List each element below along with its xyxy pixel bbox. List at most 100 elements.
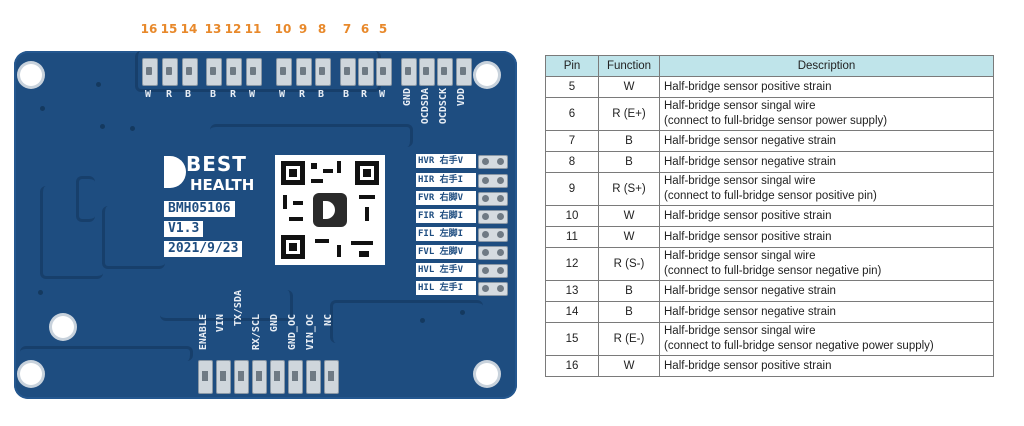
bottom-pin bbox=[324, 360, 339, 394]
header-pin bbox=[401, 58, 417, 86]
header-pin bbox=[340, 58, 356, 86]
pcb-trace bbox=[210, 124, 413, 147]
solder-pad bbox=[478, 210, 508, 224]
pin-letter: B bbox=[343, 89, 350, 100]
header-pin bbox=[276, 58, 292, 86]
function-cell: R (E-) bbox=[598, 322, 660, 356]
pin-letter: B bbox=[318, 89, 325, 100]
pin-number: 7 bbox=[342, 22, 352, 36]
bottom-pin-label: GND bbox=[269, 314, 280, 333]
pcb-trace bbox=[20, 346, 193, 361]
mounting-hole bbox=[52, 316, 74, 338]
header-pin bbox=[182, 58, 198, 86]
pin-cell: 11 bbox=[545, 226, 599, 248]
pcb-trace bbox=[330, 300, 483, 343]
pin-letter: W bbox=[249, 89, 256, 100]
model-label: BMH05106 bbox=[164, 201, 235, 217]
description-cell: Half-bridge sensor positive strain bbox=[659, 205, 994, 227]
pin-letter: W bbox=[279, 89, 286, 100]
solder-pad bbox=[478, 228, 508, 242]
solder-pad bbox=[478, 174, 508, 188]
solder-pad bbox=[478, 246, 508, 260]
pin-cell: 12 bbox=[545, 247, 599, 281]
pin-number: 12 bbox=[224, 22, 242, 36]
pcb-trace bbox=[40, 186, 103, 279]
pin-number: 16 bbox=[140, 22, 158, 36]
description-cell: Half-bridge sensor singal wire (connect … bbox=[659, 172, 994, 206]
header-pin bbox=[376, 58, 392, 86]
pin-number: 8 bbox=[317, 22, 327, 36]
mounting-hole bbox=[476, 363, 498, 385]
function-cell: B bbox=[598, 301, 660, 323]
mounting-hole bbox=[20, 363, 42, 385]
description-cell: Half-bridge sensor negative strain bbox=[659, 280, 994, 302]
description-cell: Half-bridge sensor positive strain bbox=[659, 76, 994, 98]
bottom-pin-label: NC bbox=[323, 314, 334, 327]
bottom-pin bbox=[252, 360, 267, 394]
description-cell: Half-bridge sensor negative strain bbox=[659, 301, 994, 323]
via bbox=[38, 290, 43, 295]
bottom-pin bbox=[288, 360, 303, 394]
bottom-pin bbox=[216, 360, 231, 394]
mounting-hole bbox=[476, 64, 498, 86]
pcb-board bbox=[14, 51, 517, 399]
pin-cell: 14 bbox=[545, 301, 599, 323]
function-cell: W bbox=[598, 76, 660, 98]
pin-number: 5 bbox=[378, 22, 388, 36]
header-label: GND bbox=[402, 88, 413, 107]
column-header-function: Function bbox=[598, 55, 660, 77]
version-label: V1.3 bbox=[164, 221, 204, 237]
header-pin bbox=[419, 58, 435, 86]
header-pin bbox=[315, 58, 331, 86]
pin-cell: 7 bbox=[545, 130, 599, 152]
pin-cell: 13 bbox=[545, 280, 599, 302]
header-label: OCDSDA bbox=[420, 88, 431, 125]
via bbox=[460, 310, 465, 315]
solder-pad bbox=[478, 155, 508, 169]
via bbox=[40, 106, 45, 111]
pin-number: 15 bbox=[160, 22, 178, 36]
via bbox=[290, 336, 295, 341]
via bbox=[420, 318, 425, 323]
pin-number: 11 bbox=[244, 22, 262, 36]
side-label: FVR 右脚V bbox=[416, 191, 476, 205]
side-label: HVR 右手V bbox=[416, 154, 476, 168]
pin-cell: 9 bbox=[545, 172, 599, 206]
logo-mark-icon bbox=[164, 156, 186, 188]
pin-letter: W bbox=[145, 89, 152, 100]
via bbox=[130, 126, 135, 131]
pin-letter: B bbox=[185, 89, 192, 100]
side-label: FIL 左脚I bbox=[416, 227, 476, 241]
pin-letter: R bbox=[299, 89, 306, 100]
solder-pad bbox=[478, 192, 508, 206]
column-header-description: Description bbox=[659, 55, 994, 77]
pcb-trace bbox=[160, 290, 293, 321]
description-cell: Half-bridge sensor negative strain bbox=[659, 130, 994, 152]
side-label: FVL 左脚V bbox=[416, 245, 476, 259]
bottom-pin bbox=[198, 360, 213, 394]
side-label: HVL 左手V bbox=[416, 263, 476, 277]
bottom-pin bbox=[270, 360, 285, 394]
pin-letter: R bbox=[230, 89, 237, 100]
pcb-trace bbox=[76, 176, 95, 222]
header-pin bbox=[296, 58, 312, 86]
function-cell: B bbox=[598, 151, 660, 173]
description-cell: Half-bridge sensor singal wire (connect … bbox=[659, 247, 994, 281]
bottom-pin-label: VIN_OC bbox=[305, 314, 316, 351]
header-pin bbox=[246, 58, 262, 86]
side-label: FIR 右脚I bbox=[416, 209, 476, 223]
function-cell: B bbox=[598, 130, 660, 152]
side-label: HIR 右手I bbox=[416, 173, 476, 187]
mounting-hole bbox=[20, 64, 42, 86]
pin-cell: 5 bbox=[545, 76, 599, 98]
bottom-pin bbox=[306, 360, 321, 394]
function-cell: R (S-) bbox=[598, 247, 660, 281]
pin-letter: R bbox=[166, 89, 173, 100]
logo-text: HEALTH bbox=[190, 176, 255, 194]
